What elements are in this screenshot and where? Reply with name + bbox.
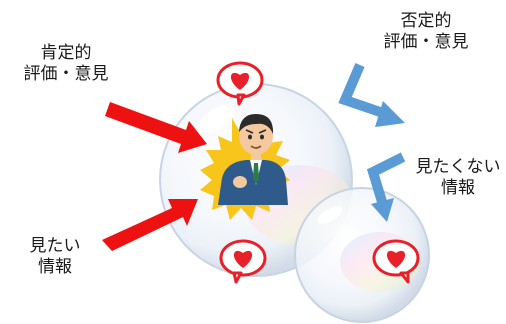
blue-bent-arrow-bottom	[366, 152, 406, 222]
label-unwanted-info: 見たくない 情報	[415, 157, 501, 198]
heart-icon	[216, 61, 264, 106]
red-arrow-bottom	[102, 199, 198, 251]
label-positive-evaluation: 肯定的 評価・意見	[23, 43, 109, 84]
person-illustration	[218, 114, 288, 205]
label-negative-evaluation: 否定的 評価・意見	[383, 11, 469, 52]
heart-icon	[372, 239, 420, 284]
blue-bent-arrow-top	[338, 63, 405, 127]
red-arrow-top	[105, 102, 207, 153]
heart-icon	[219, 239, 267, 284]
label-wanted-info: 見たい 情報	[29, 236, 81, 277]
